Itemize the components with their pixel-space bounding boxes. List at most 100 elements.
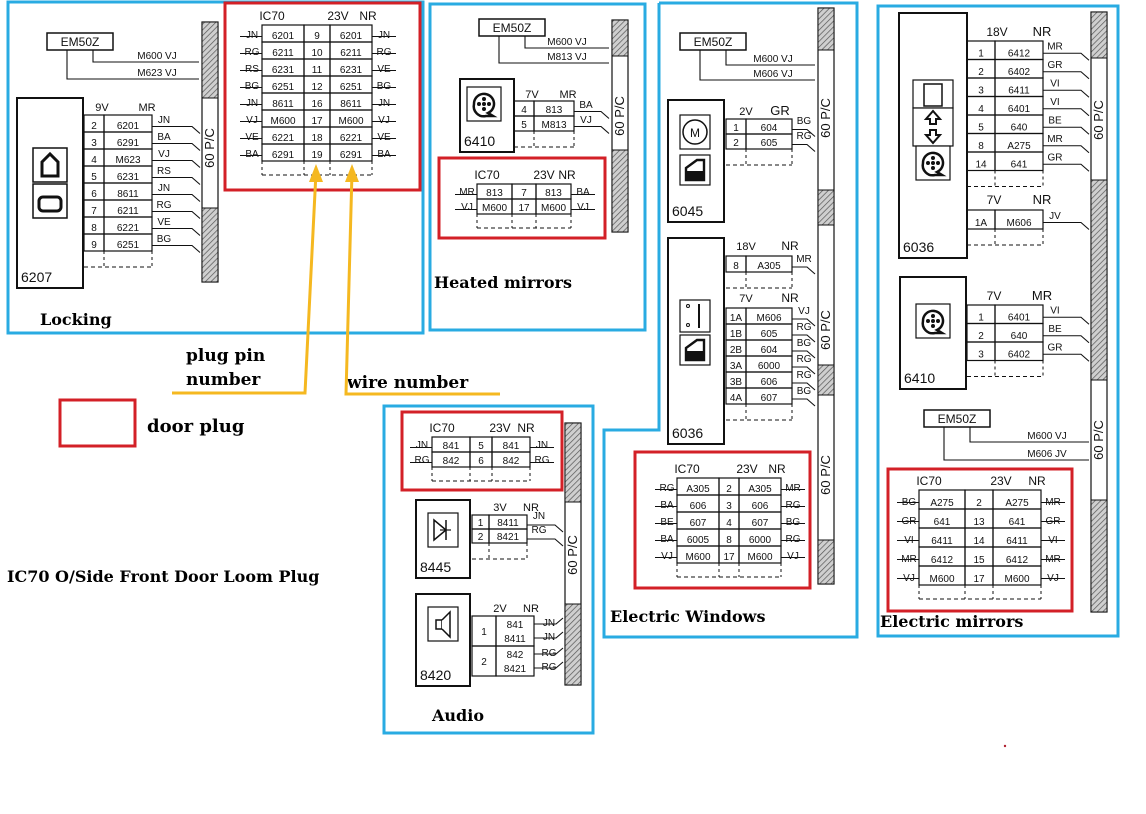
door-plug-frame: [223, 1, 422, 192]
em50z-box: [923, 409, 991, 428]
pin-number: 4: [521, 105, 527, 116]
plug-right-color: VJ: [787, 551, 799, 562]
caption-electric-mirrors: Electric mirrors: [880, 612, 1023, 631]
wire: [792, 128, 816, 137]
plug-wire-number: 6221: [272, 133, 295, 144]
plug-pin-number: 12: [311, 82, 323, 93]
pin-number: 2: [978, 331, 984, 342]
panel-locking: [6, 0, 425, 335]
plug-title: IC70: [429, 421, 455, 435]
plug-right-color: VJ: [577, 202, 589, 213]
wire: [534, 631, 564, 639]
connector-color: MR: [138, 102, 155, 114]
wire-number: 6402: [1008, 67, 1031, 78]
wire: [792, 382, 816, 391]
plug-wire-number: 842: [503, 456, 520, 467]
door-plug-frame: [633, 450, 812, 590]
wire: [1043, 353, 1090, 362]
connector-color: GR: [770, 103, 790, 118]
component-number: 8445: [420, 559, 451, 575]
bulkhead-hatch: [817, 189, 835, 226]
wire-number: 604: [761, 123, 778, 134]
plug-wire-number: 6291: [340, 150, 363, 161]
plug-wire-number: A305: [686, 484, 710, 495]
wire-cell: [533, 115, 575, 132]
wire: [534, 647, 564, 655]
plug-pin-number: 7: [521, 188, 527, 199]
wire-color: BE: [1048, 324, 1062, 335]
plug-wire-number: 607: [690, 518, 707, 529]
plug-color: NR: [359, 9, 377, 23]
door-plug-frame: [886, 467, 1074, 613]
motor-icon: M: [679, 114, 711, 150]
em-wire-label: M600 VJ: [547, 37, 586, 48]
plug-wire-number: M600: [270, 116, 295, 127]
plug-right-color: MR: [785, 483, 801, 494]
plug-right-color: JN: [378, 30, 390, 41]
em-wire-1: [524, 36, 609, 49]
caption-electric-windows: Electric Windows: [610, 607, 765, 626]
bulkhead-hatch: [817, 539, 835, 585]
bulkhead-hatch: [564, 603, 582, 686]
component-number: 6207: [21, 269, 52, 285]
plug-wire-number: 6005: [687, 535, 710, 546]
mirror-heater-icon: [466, 86, 502, 122]
wire-number: 6231: [117, 172, 140, 183]
wire-number: 606: [761, 377, 778, 388]
pin-number: 2: [91, 121, 97, 132]
em-wire-label: M600 VJ: [1027, 431, 1066, 442]
plug-wire-number: 6211: [340, 48, 362, 59]
plug-right-color: BA: [377, 149, 391, 160]
plug-left-color: BA: [660, 534, 674, 545]
wire: [534, 661, 564, 669]
wire: [152, 142, 201, 151]
panel-electric-windows: [602, 1, 859, 639]
plug-right-color: VE: [377, 64, 391, 75]
window-icon: [679, 334, 711, 366]
wire-color: BA: [157, 132, 171, 143]
wire-number: 607: [761, 393, 778, 404]
plug-pin-number: 17: [973, 574, 985, 585]
wire: [574, 125, 610, 134]
wire-number: 842: [507, 650, 524, 661]
wire: [792, 366, 816, 375]
panel-audio: [382, 404, 595, 735]
plug-wire-number: 8611: [340, 99, 362, 110]
plug-wire-number: 6412: [1006, 555, 1029, 566]
wire-number: 6412: [1008, 49, 1031, 60]
wire-color: GR: [1048, 60, 1063, 71]
speaker-icon: [427, 606, 459, 642]
plug-color: NR: [768, 462, 786, 476]
wire-color: VJ: [158, 149, 170, 160]
wire-color: VJ: [798, 306, 810, 317]
em-wire-1: [92, 50, 199, 63]
door-lock-icon: [32, 183, 68, 219]
bulkhead-hatch: [564, 422, 582, 503]
pin-number: 3: [978, 350, 984, 361]
plug-pin-number: 4: [726, 518, 732, 529]
bulkhead-hatch: [817, 364, 835, 396]
wire: [1043, 89, 1090, 98]
plug-pin-number: 2: [976, 498, 982, 509]
wire-number: 604: [761, 345, 778, 356]
door-plug-legend-swatch: [58, 398, 137, 448]
wire: [1043, 126, 1090, 135]
bulkhead-hatch: [201, 21, 219, 99]
wire-cell: [994, 341, 1044, 362]
pin-number: 1: [481, 627, 487, 638]
stray-dot: [1003, 744, 1007, 748]
plug-cell: [992, 565, 1042, 586]
em50z-label: EM50Z: [61, 35, 100, 49]
plug-ways: 23V: [533, 168, 554, 182]
bulkhead-hatch: [817, 7, 835, 51]
em-wire-label: M606 VJ: [753, 69, 792, 80]
panel-heated-mirrors: [428, 2, 647, 332]
pin-number: 4A: [730, 393, 743, 404]
plug-ways: 23V: [489, 421, 510, 435]
wire-number: 641: [1011, 160, 1028, 171]
em-wire-2: [498, 36, 609, 64]
page-title: IC70 O/Side Front Door Loom Plug: [7, 567, 319, 586]
plug-wire-number: 6211: [272, 48, 294, 59]
wire-color: VJ: [580, 115, 592, 126]
wire: [152, 227, 201, 236]
